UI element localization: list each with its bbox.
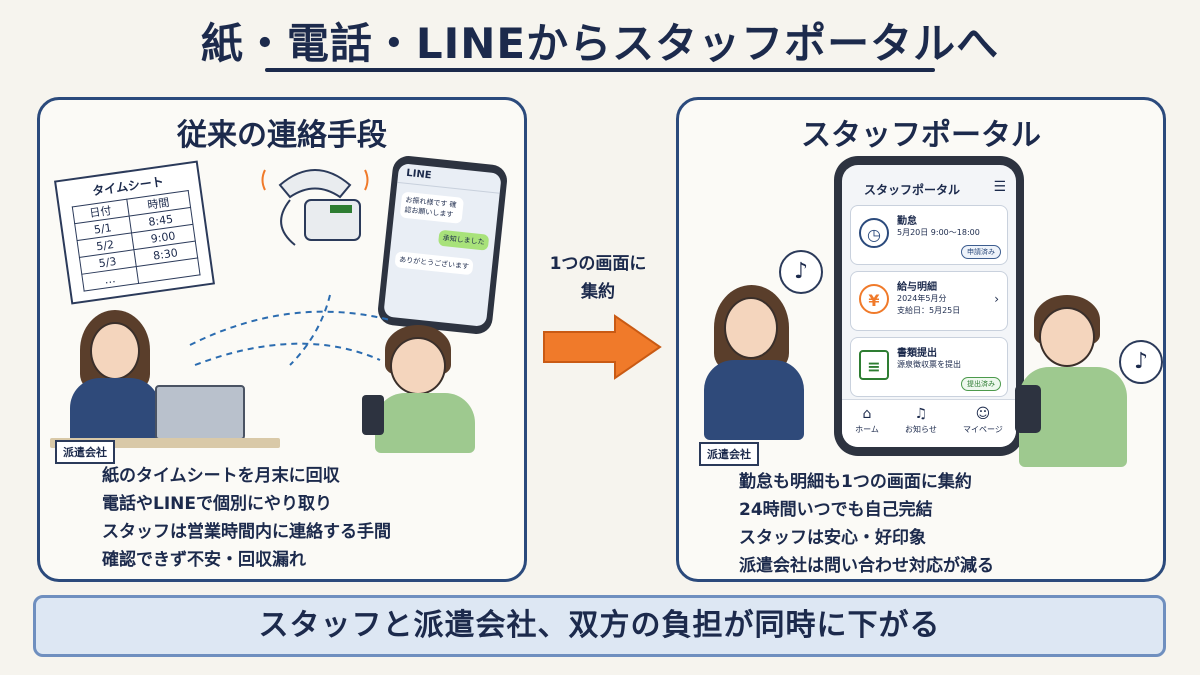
right-arrow-icon (543, 314, 662, 380)
right-panel: スタッフポータル ♪ ♪ 派遣会社 スタッフポータル ☰ ◷ 勤怠 5月20日 … (676, 97, 1166, 582)
bullet-item: 派遣会社は問い合わせ対応が減る (739, 556, 994, 576)
dashed-arrows (189, 294, 391, 366)
nav-label: マイページ (963, 425, 1003, 434)
card-subtitle: 5月20日 9:00〜18:00 (897, 228, 980, 237)
man-shirt (375, 393, 475, 453)
telephone-icon (261, 169, 369, 246)
main-title: 紙・電話・LINEからスタッフポータルへ (200, 19, 1000, 68)
bullet-item: スタッフは安心・好印象 (739, 528, 926, 548)
chat-bubble: 承知しました (437, 229, 490, 251)
bell-icon: ♫ (914, 406, 928, 422)
document-icon: ≡ (859, 350, 889, 380)
company-name-tag: 派遣会社 (699, 442, 759, 466)
portal-app-title: スタッフポータル (864, 183, 961, 197)
arrow-label: 1つの画面に 集約 (538, 250, 658, 306)
card-title: 勤怠 (897, 216, 917, 227)
attendance-card[interactable]: ◷ 勤怠 5月20日 9:00〜18:00 申請済み (850, 205, 1008, 265)
card-title: 書類提出 (897, 348, 937, 359)
nav-notifications[interactable]: ♫ お知らせ (905, 400, 937, 447)
woman-face (724, 297, 778, 359)
user-icon: ☺ (975, 406, 991, 422)
man-face (1039, 307, 1095, 367)
smartphone-icon (1015, 385, 1041, 433)
document-card[interactable]: ≡ 書類提出 源泉徴収票を提出 提出済み (850, 337, 1008, 397)
woman-suit (704, 360, 804, 440)
card-subtitle: 源泉徴収票を提出 (897, 360, 961, 369)
nav-label: お知らせ (905, 425, 937, 434)
bullet-item: 確認できず不安・回収漏れ (102, 550, 306, 570)
portal-screen: スタッフポータル ☰ ◷ 勤怠 5月20日 9:00〜18:00 申請済み ¥ … (842, 165, 1016, 447)
nav-mypage[interactable]: ☺ マイページ (963, 400, 1003, 447)
nav-home[interactable]: ⌂ ホーム (855, 400, 879, 447)
smartphone-icon (362, 395, 384, 435)
music-note-icon: ♪ (1119, 340, 1163, 384)
desk (50, 438, 280, 448)
line-screen: LINE お振れ様です 確認お願いします 承知しました ありがとうございます (383, 163, 502, 327)
woman-suit (70, 378, 160, 448)
nav-label: ホーム (855, 425, 879, 434)
chat-bubble: お振れ様です 確認お願いします (399, 191, 465, 224)
laptop-icon (155, 385, 245, 440)
status-badge: 申請済み (961, 245, 1001, 259)
chevron-right-icon: › (994, 292, 999, 306)
yen-icon: ¥ (859, 284, 889, 314)
music-note-icon: ♪ (779, 250, 823, 294)
chat-bubble: ありがとうございます (394, 251, 474, 276)
clock-icon: ◷ (859, 218, 889, 248)
woman-face (90, 322, 140, 380)
arrow-label-line: 1つの画面に (549, 254, 647, 274)
payslip-card[interactable]: ¥ 給与明細 2024年5月分 支給日：5月25日 › (850, 271, 1008, 331)
company-name-tag: 派遣会社 (55, 440, 115, 464)
card-subtitle: 2024年5月分 (897, 294, 947, 303)
bullet-item: 24時間いつでも自己完結 (739, 500, 933, 520)
left-panel-title: 従来の連絡手段 (177, 118, 387, 153)
summary-banner: スタッフと派遣会社、双方の負担が同時に下がる (33, 595, 1166, 657)
card-subtitle: 支給日：5月25日 (897, 306, 961, 315)
left-bullet-list: 紙のタイムシートを月末に回収 電話やLINEで個別にやり取り スタッフは営業時間… (102, 462, 391, 574)
arrow-label-line: 集約 (581, 282, 615, 302)
title-underline (265, 68, 935, 72)
man-face (390, 337, 446, 395)
card-title: 給与明細 (897, 282, 937, 293)
bullet-item: 紙のタイムシートを月末に回収 (102, 466, 340, 486)
bullet-item: 電話やLINEで個別にやり取り (102, 494, 332, 514)
hamburger-menu-icon[interactable]: ☰ (993, 179, 1006, 195)
bullet-item: スタッフは営業時間内に連絡する手間 (102, 522, 391, 542)
bottom-nav: ⌂ ホーム ♫ お知らせ ☺ マイページ (842, 399, 1016, 447)
right-bullet-list: 勤怠も明細も1つの画面に集約 24時間いつでも自己完結 スタッフは安心・好印象 … (739, 468, 994, 580)
home-icon: ⌂ (862, 406, 872, 422)
right-panel-title: スタッフポータル (801, 118, 1041, 153)
line-app-title: LINE (397, 163, 502, 194)
bullet-item: 勤怠も明細も1つの画面に集約 (739, 472, 972, 492)
portal-phone: スタッフポータル ☰ ◷ 勤怠 5月20日 9:00〜18:00 申請済み ¥ … (834, 156, 1024, 456)
status-badge: 提出済み (961, 377, 1001, 391)
